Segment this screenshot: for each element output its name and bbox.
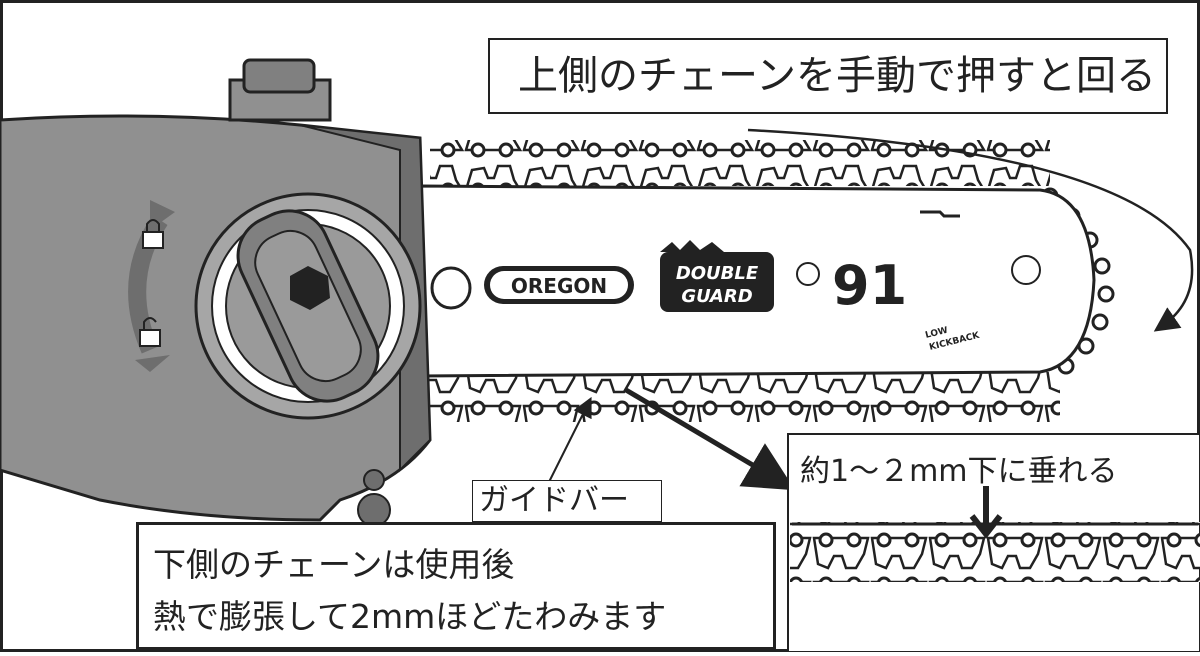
hex-bolt xyxy=(290,266,330,310)
model-number: 91 xyxy=(832,254,907,317)
bar-hole-nose xyxy=(1011,255,1041,285)
direction-mark xyxy=(920,210,960,218)
guard-text: GUARD xyxy=(681,286,752,307)
chain-bottom xyxy=(420,372,1060,422)
chain-top xyxy=(430,140,1050,186)
inset-chain xyxy=(790,522,1200,582)
double-guard-logo xyxy=(660,252,774,312)
bar-hole xyxy=(796,262,820,286)
bar-slot xyxy=(430,266,472,310)
unlock-icon xyxy=(139,317,161,347)
guide-bar-pointer xyxy=(547,396,592,485)
bottom-caption: 下側のチェーンは使用後 熱で膨張して2mmほどたわみます xyxy=(136,522,776,650)
oregon-text: OREGON xyxy=(511,274,607,298)
zoom-pointer xyxy=(624,387,796,491)
bottom-caption-line1: 下側のチェーンは使用後 xyxy=(153,545,515,584)
top-caption: 上側のチェーンを手動で押すと回る xyxy=(488,38,1168,114)
knob-top xyxy=(242,58,316,94)
double-text: DOUBLE xyxy=(676,263,759,284)
bottom-caption-line2: 熱で膨張して2mmほどたわみます xyxy=(153,597,667,636)
chain-rotation-arrow xyxy=(747,128,1194,332)
guide-bar-label: ガイドバー xyxy=(472,480,662,522)
screw-small xyxy=(363,469,385,491)
inset-caption: 約1～２mm下に垂れる xyxy=(800,454,1118,489)
lock-icon xyxy=(142,219,164,249)
